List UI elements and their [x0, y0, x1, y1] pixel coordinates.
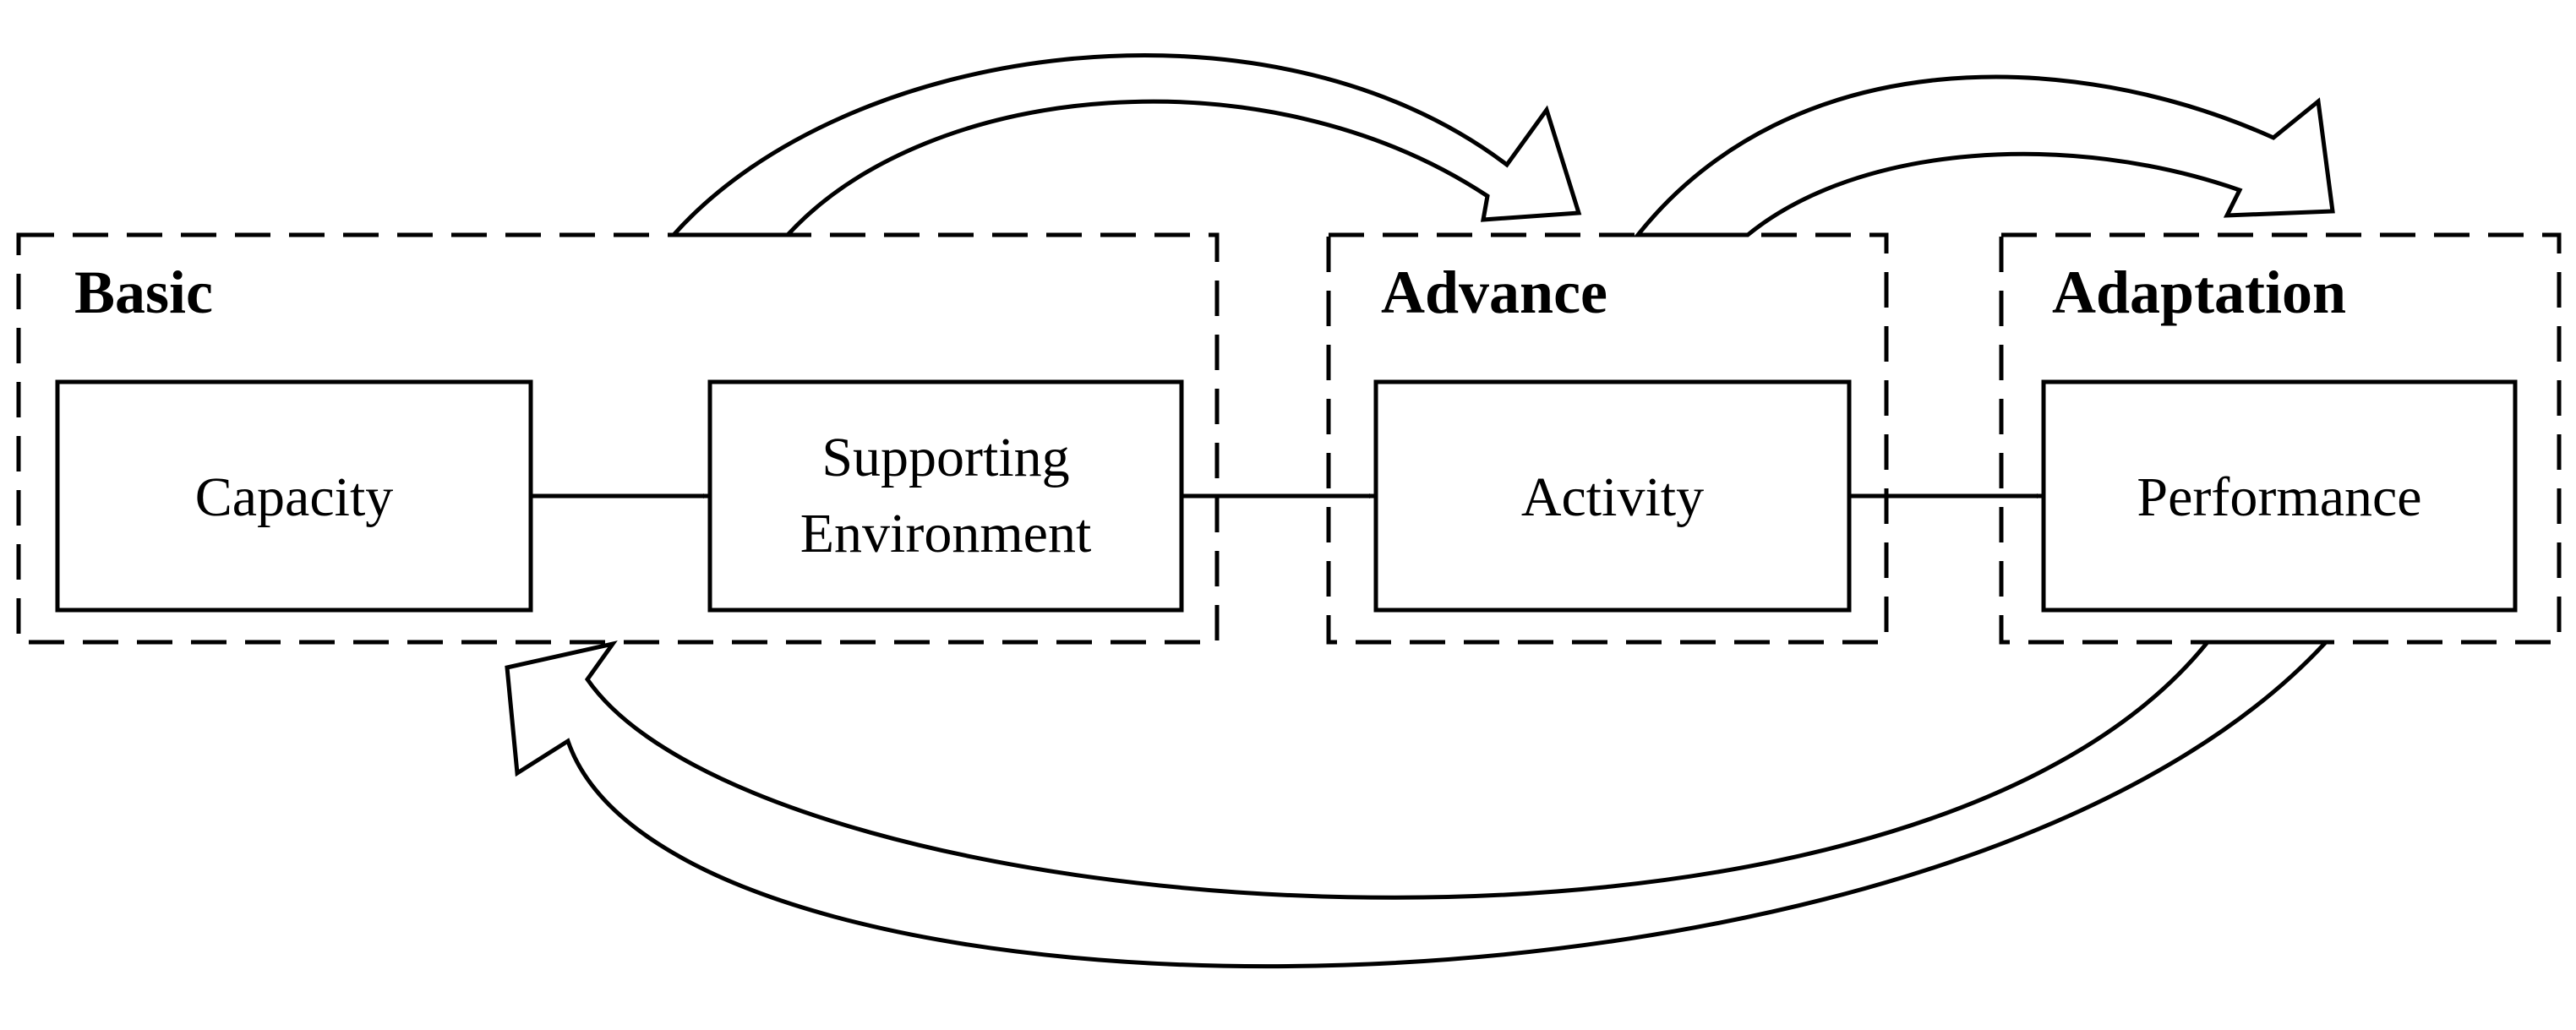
group-title-adaptation: Adaptation	[2052, 259, 2346, 326]
node-capacity-label: Capacity	[195, 466, 394, 528]
group-basic-box	[16, 232, 1220, 645]
node-supporting-environment-box	[707, 379, 1184, 613]
node-capacity-box	[55, 379, 533, 613]
node-supporting-environment-label-line2: Environment	[800, 503, 1092, 564]
node-activity-box	[1373, 379, 1852, 613]
group-advance-box	[1326, 232, 1889, 645]
node-activity-label: Activity	[1521, 466, 1704, 528]
node-performance-box	[2041, 379, 2518, 613]
group-title-basic: Basic	[74, 259, 213, 326]
group-adaptation-box	[1999, 232, 2562, 645]
feedback-arrow-advance-to-adaptation	[1633, 74, 2335, 237]
feedback-arrow-adaptation-to-basic	[505, 640, 2331, 969]
node-performance-label: Performance	[2137, 466, 2421, 528]
node-supporting-environment-label-line1: Supporting	[821, 427, 1069, 488]
group-title-advance: Advance	[1381, 259, 1607, 326]
feedback-arrow-basic-to-advance	[669, 53, 1582, 237]
